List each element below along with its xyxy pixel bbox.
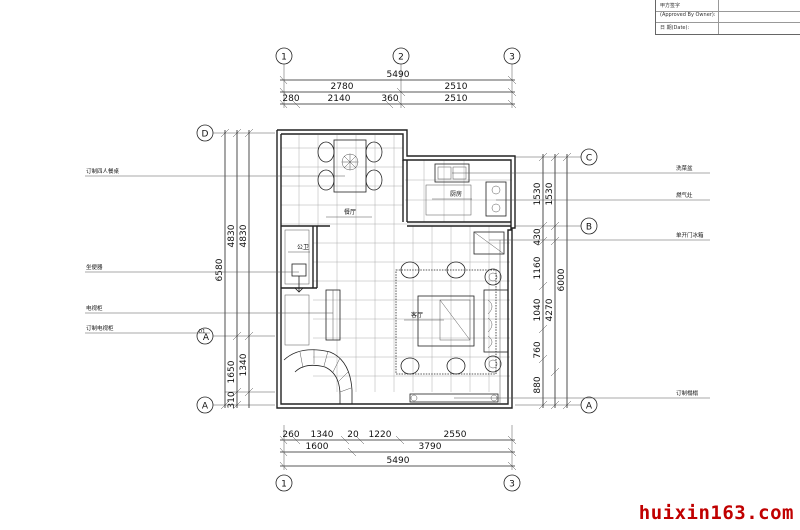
axis-label-left-01A: A xyxy=(203,333,210,343)
left-callouts: 订制四人餐桌 坐便器 电视柜 订制电视柜 xyxy=(85,167,345,334)
top-axis-grid: 1 2 3 xyxy=(275,47,521,108)
callout-tv-cabinet: 电视柜 xyxy=(86,304,103,312)
dining-floor-tiles xyxy=(281,135,510,226)
dim-left-6580: 6580 xyxy=(215,258,225,281)
approval-approved-by-owner: (Approved By Owner): xyxy=(660,12,716,18)
dim-left-4830b: 4830 xyxy=(239,224,249,247)
dim-bottom-1600: 1600 xyxy=(306,442,329,452)
bottom-dimensions: 260 1340 20 1220 2550 1600 3790 5490 1 3 xyxy=(275,425,521,492)
dim-top-2780: 2780 xyxy=(331,82,354,92)
axis-label-right-A: A xyxy=(586,402,593,412)
dim-top-2510b: 2510 xyxy=(445,94,468,104)
dining-table: 餐厅 xyxy=(317,139,383,218)
axis-label-top-2: 2 xyxy=(398,53,404,63)
kitchen-floor-tiles xyxy=(405,160,512,222)
dim-right-760: 760 xyxy=(533,341,543,358)
axis-bubble-bottom-3 xyxy=(503,474,521,492)
callout-gas-stove: 燃气灶 xyxy=(676,191,693,199)
approval-rule xyxy=(656,22,800,23)
dim-top-360: 360 xyxy=(381,94,398,104)
axis-sublabel-left-01: 01 xyxy=(199,329,206,335)
dim-bottom-3790: 3790 xyxy=(419,442,442,452)
room-label-dining: 餐厅 xyxy=(344,208,356,216)
axis-label-left-D: D xyxy=(202,130,209,140)
dim-bottom-total: 5490 xyxy=(387,456,410,466)
right-axis-grid: C B A 1530 1530 430 1160 1040 4270 760 8… xyxy=(515,148,598,414)
axis-label-right-C: C xyxy=(586,154,592,164)
approval-rule xyxy=(656,11,800,12)
dim-bottom-1340: 1340 xyxy=(311,430,334,440)
callout-custom-tv-cabinet: 订制电视柜 xyxy=(86,324,114,332)
room-label-bath: 公卫 xyxy=(297,244,309,251)
approval-divider xyxy=(718,0,719,34)
dim-right-880: 880 xyxy=(533,376,543,393)
approval-box: 甲方签字 (Approved By Owner): 日 期(Date): xyxy=(655,0,800,35)
dim-top-2140: 2140 xyxy=(328,94,351,104)
bathroom: 公卫 xyxy=(284,229,310,293)
toilet xyxy=(291,263,307,277)
approval-owner-sign: 甲方签字 xyxy=(660,3,681,9)
room-label-living: 客厅 xyxy=(411,311,423,319)
axis-bubble-top-3 xyxy=(503,47,521,65)
dim-right-1160: 1160 xyxy=(533,256,543,279)
axis-label-top-3: 3 xyxy=(509,53,515,63)
axis-label-top-1: 1 xyxy=(281,53,287,63)
room-label-kitchen: 厨房 xyxy=(450,190,462,198)
dim-right-1530b: 1530 xyxy=(545,182,555,205)
callout-dining-table: 订制四人餐桌 xyxy=(86,167,120,175)
fridge xyxy=(473,231,505,255)
dim-left-310: 310 xyxy=(227,391,237,408)
callout-toilet: 坐便器 xyxy=(86,263,103,271)
axis-label-bottom-1: 1 xyxy=(281,480,287,490)
axis-label-bottom-3: 3 xyxy=(509,480,515,490)
dim-top-2510a: 2510 xyxy=(445,82,468,92)
axis-bubble-top-1 xyxy=(275,47,293,65)
coffee-table xyxy=(417,295,475,347)
callout-fridge: 单开门冰箱 xyxy=(676,231,704,239)
right-callouts: 洗菜盆 燃气灶 单开门冰箱 订制榻榻 xyxy=(452,164,710,399)
staircase xyxy=(283,294,353,404)
dim-right-4270: 4270 xyxy=(545,298,555,321)
axis-label-left-A: A xyxy=(202,402,209,412)
dim-bottom-1220: 1220 xyxy=(369,430,392,440)
axis-bubble-bottom-1 xyxy=(275,474,293,492)
callout-tatami: 订制榻榻 xyxy=(676,389,699,397)
callout-sink: 洗菜盆 xyxy=(676,164,693,172)
arrow-down-icon xyxy=(294,276,304,293)
top-dimensions: 5490 2780 2510 280 2140 360 2510 xyxy=(279,70,517,109)
left-axis-grid: D 01 A A 6580 4830 1650 310 4830 1340 xyxy=(196,124,275,414)
living-floor-tiles xyxy=(313,226,510,392)
dim-top-total: 5490 xyxy=(387,70,410,80)
axis-label-right-B: B xyxy=(586,223,592,233)
approval-date: 日 期(Date): xyxy=(660,25,690,31)
dim-right-1530a: 1530 xyxy=(533,182,543,205)
floor-plan: 餐厅 厨房 公卫 xyxy=(276,129,516,409)
dim-right-6000: 6000 xyxy=(557,268,567,291)
gas-stove xyxy=(485,181,507,217)
dim-top-280: 280 xyxy=(282,94,299,104)
dim-bottom-2550: 2550 xyxy=(444,430,467,440)
watermark-logo: huixin163.com xyxy=(638,502,794,524)
dim-left-1650: 1650 xyxy=(227,360,237,383)
dim-right-1040: 1040 xyxy=(533,298,543,321)
kitchen-fixtures: 厨房 xyxy=(425,163,507,217)
dim-right-430: 430 xyxy=(533,228,543,245)
dim-bottom-260: 260 xyxy=(282,430,299,440)
living-room: 客厅 xyxy=(395,231,509,404)
sofa xyxy=(483,289,509,353)
dim-left-1340: 1340 xyxy=(239,353,249,376)
dim-bottom-20: 20 xyxy=(347,430,359,440)
axis-bubble-top-2 xyxy=(392,47,410,65)
area-rug xyxy=(395,269,497,375)
dim-left-4830a: 4830 xyxy=(227,224,237,247)
